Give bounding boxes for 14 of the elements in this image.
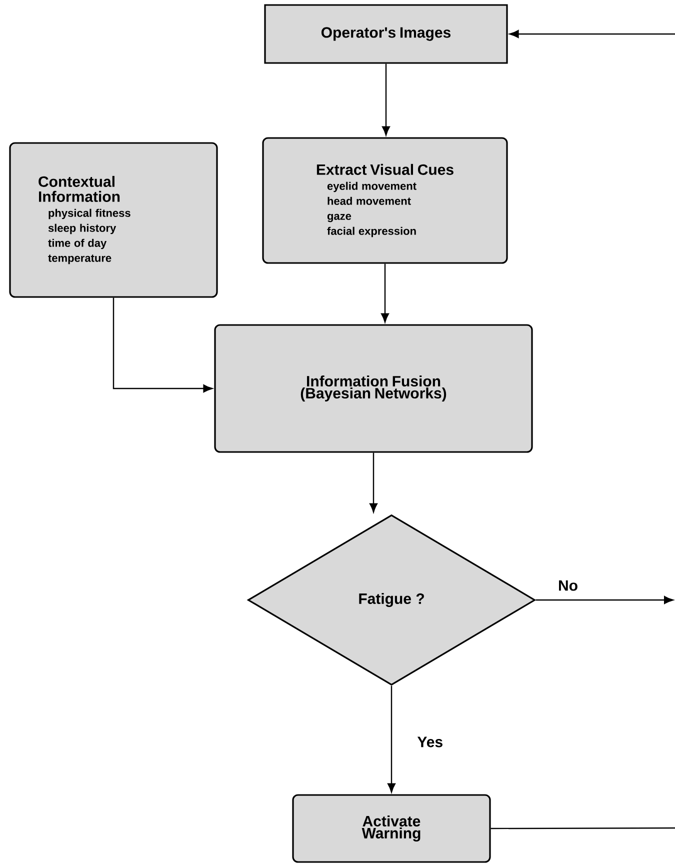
arrow [381,264,390,323]
edge-label: Yes [416,736,444,748]
arrow [536,596,674,604]
process-box: Information Fusion (Bayesian Networks) [214,324,533,453]
process-box: Contextual Information physical fitness sleep history time of day temperature [9,142,218,298]
arrow [112,298,213,393]
process-box: Extract Visual Cues eyelid movement head movement gaze facial expression [262,137,508,264]
arrow [509,30,675,38]
edge-label: No [557,579,579,592]
process-box: Activate Warning [292,794,491,863]
process-box: Operator's Images [264,4,508,64]
arrow [382,64,390,136]
arrow [370,452,378,513]
arrow [388,686,396,793]
